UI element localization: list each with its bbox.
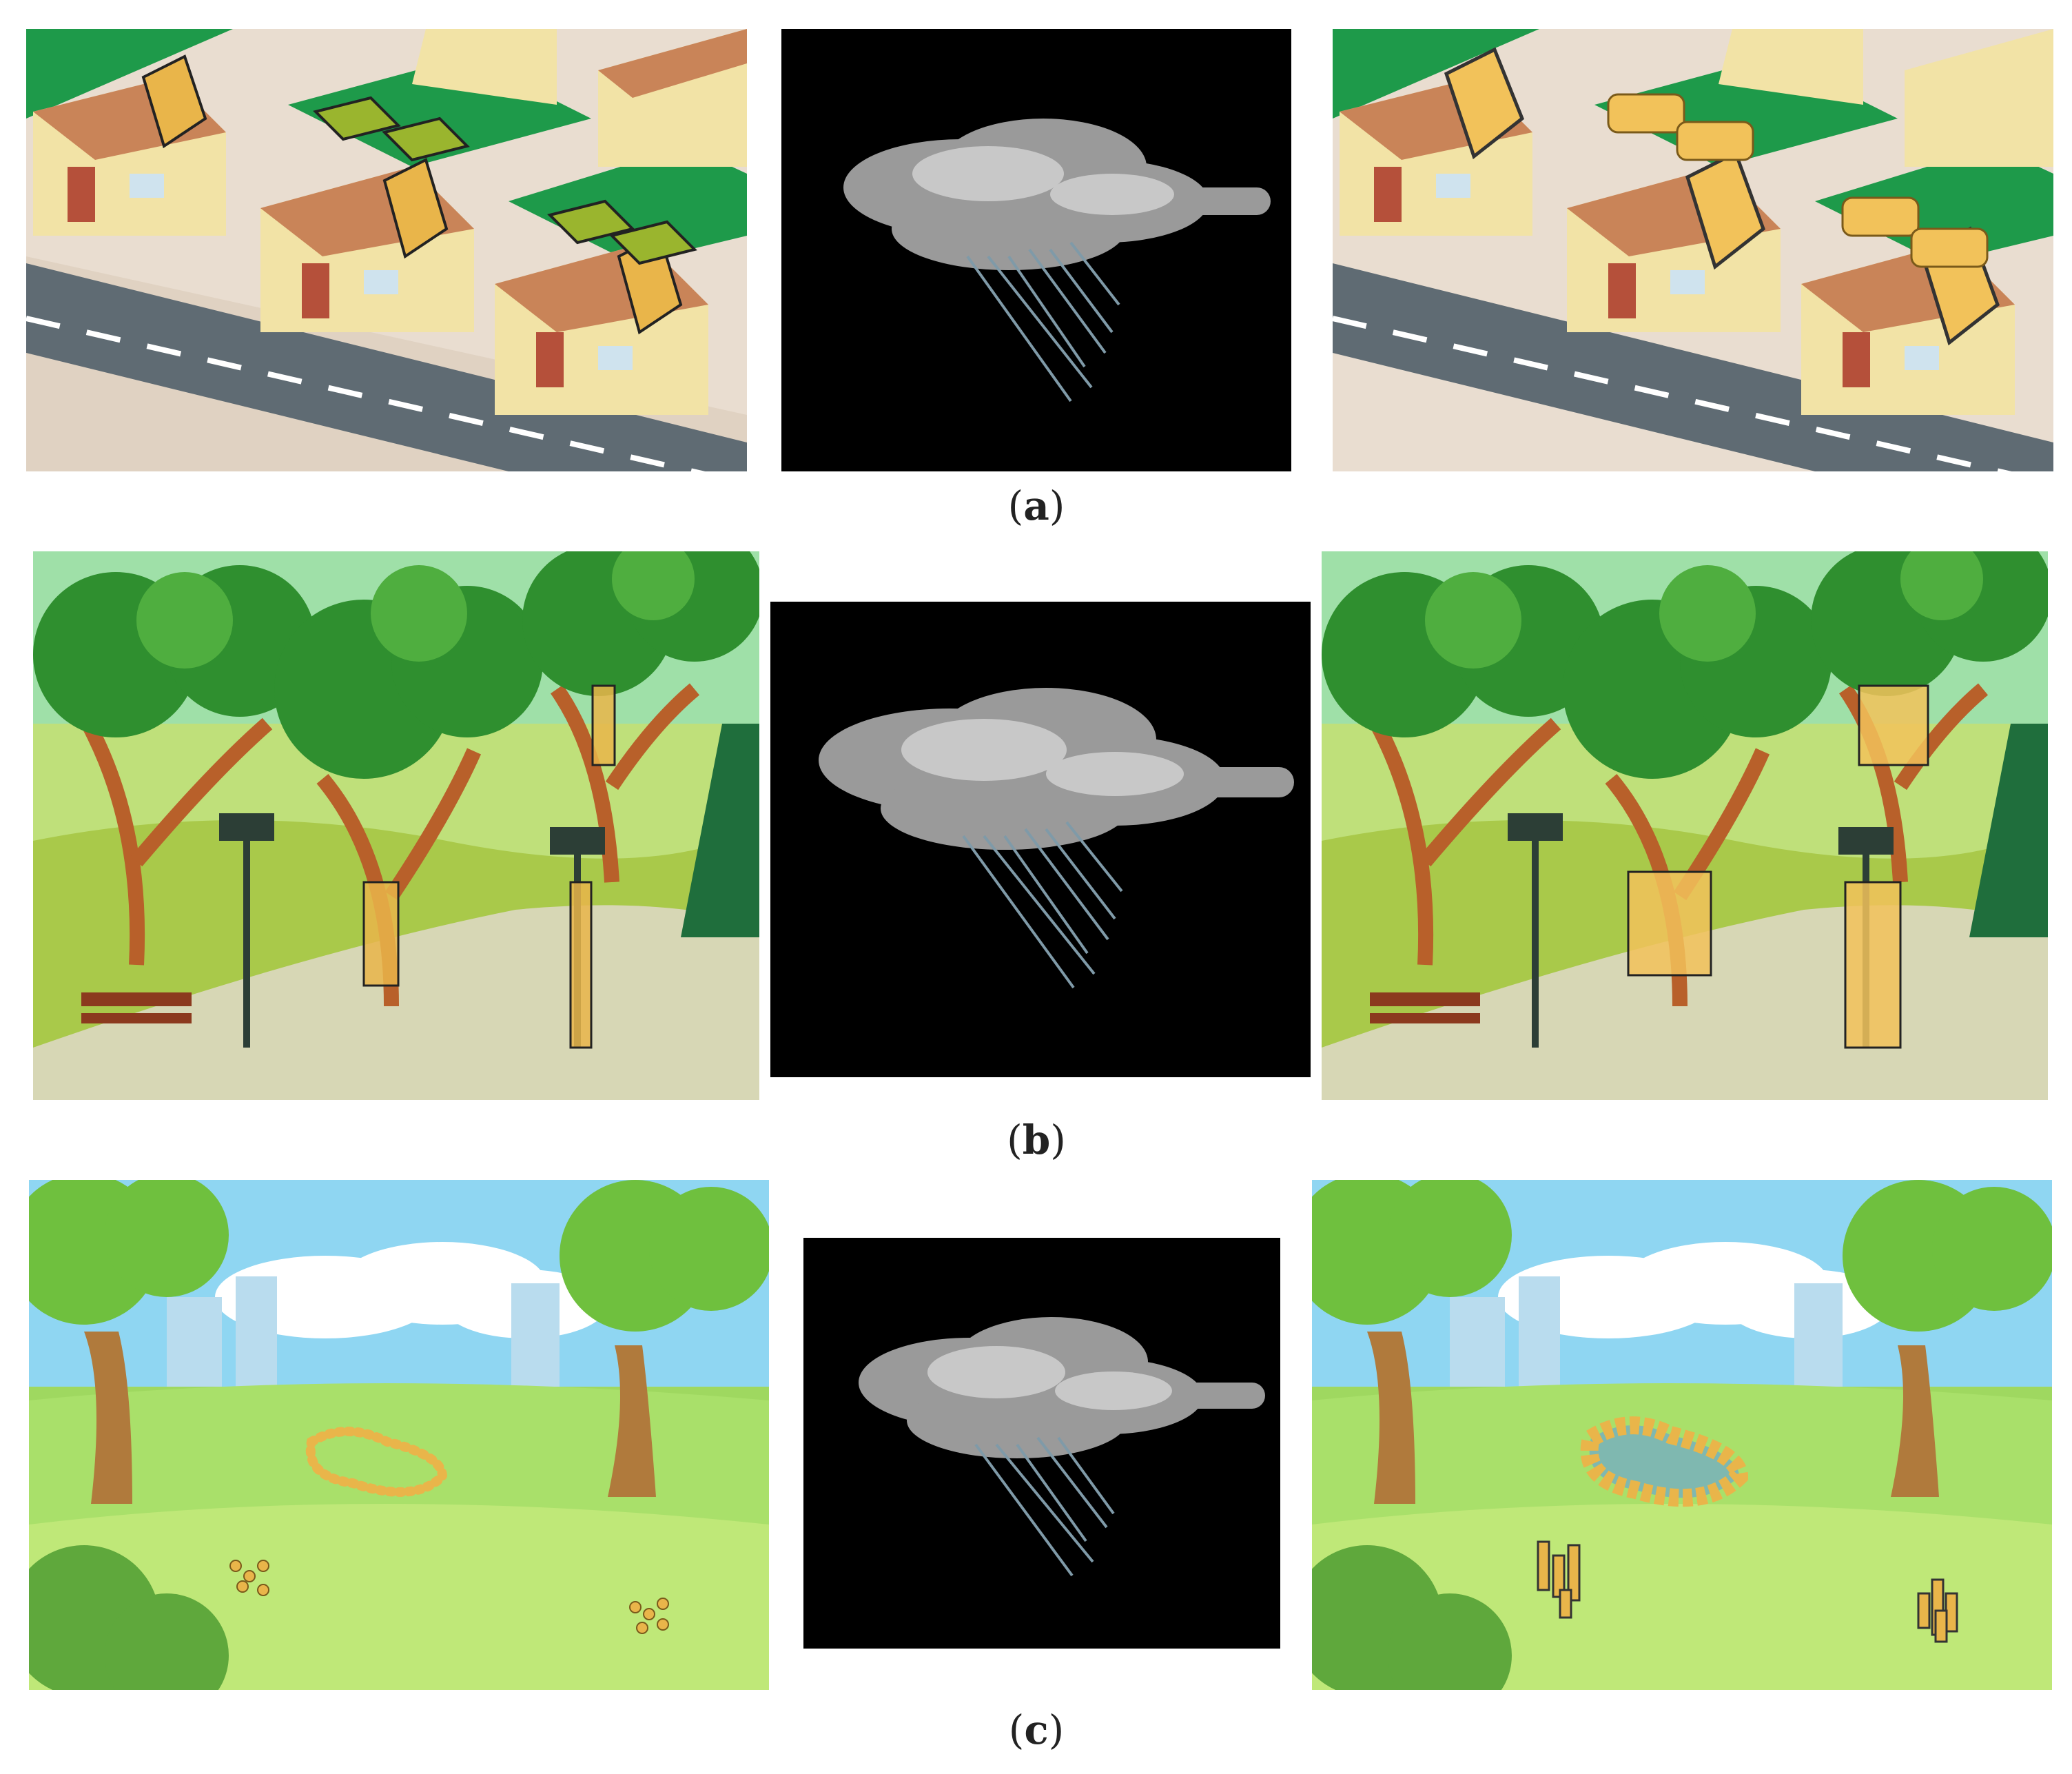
- row-c-before-panel: [29, 1180, 769, 1690]
- row-a-before-panel: [26, 29, 747, 471]
- row-a-rain-panel: [781, 29, 1291, 471]
- row-a-after-panel: [1333, 29, 2053, 471]
- caption-a: (a): [1007, 482, 1065, 529]
- caption-c: (c): [1008, 1706, 1065, 1753]
- row-b-after-panel: [1322, 551, 2048, 1100]
- row-b-rain-panel: [770, 602, 1311, 1077]
- caption-b: (b): [1007, 1117, 1066, 1163]
- row-c-rain-panel: [803, 1238, 1280, 1649]
- row-c-after-panel: [1312, 1180, 2052, 1690]
- row-b-before-panel: [33, 551, 759, 1100]
